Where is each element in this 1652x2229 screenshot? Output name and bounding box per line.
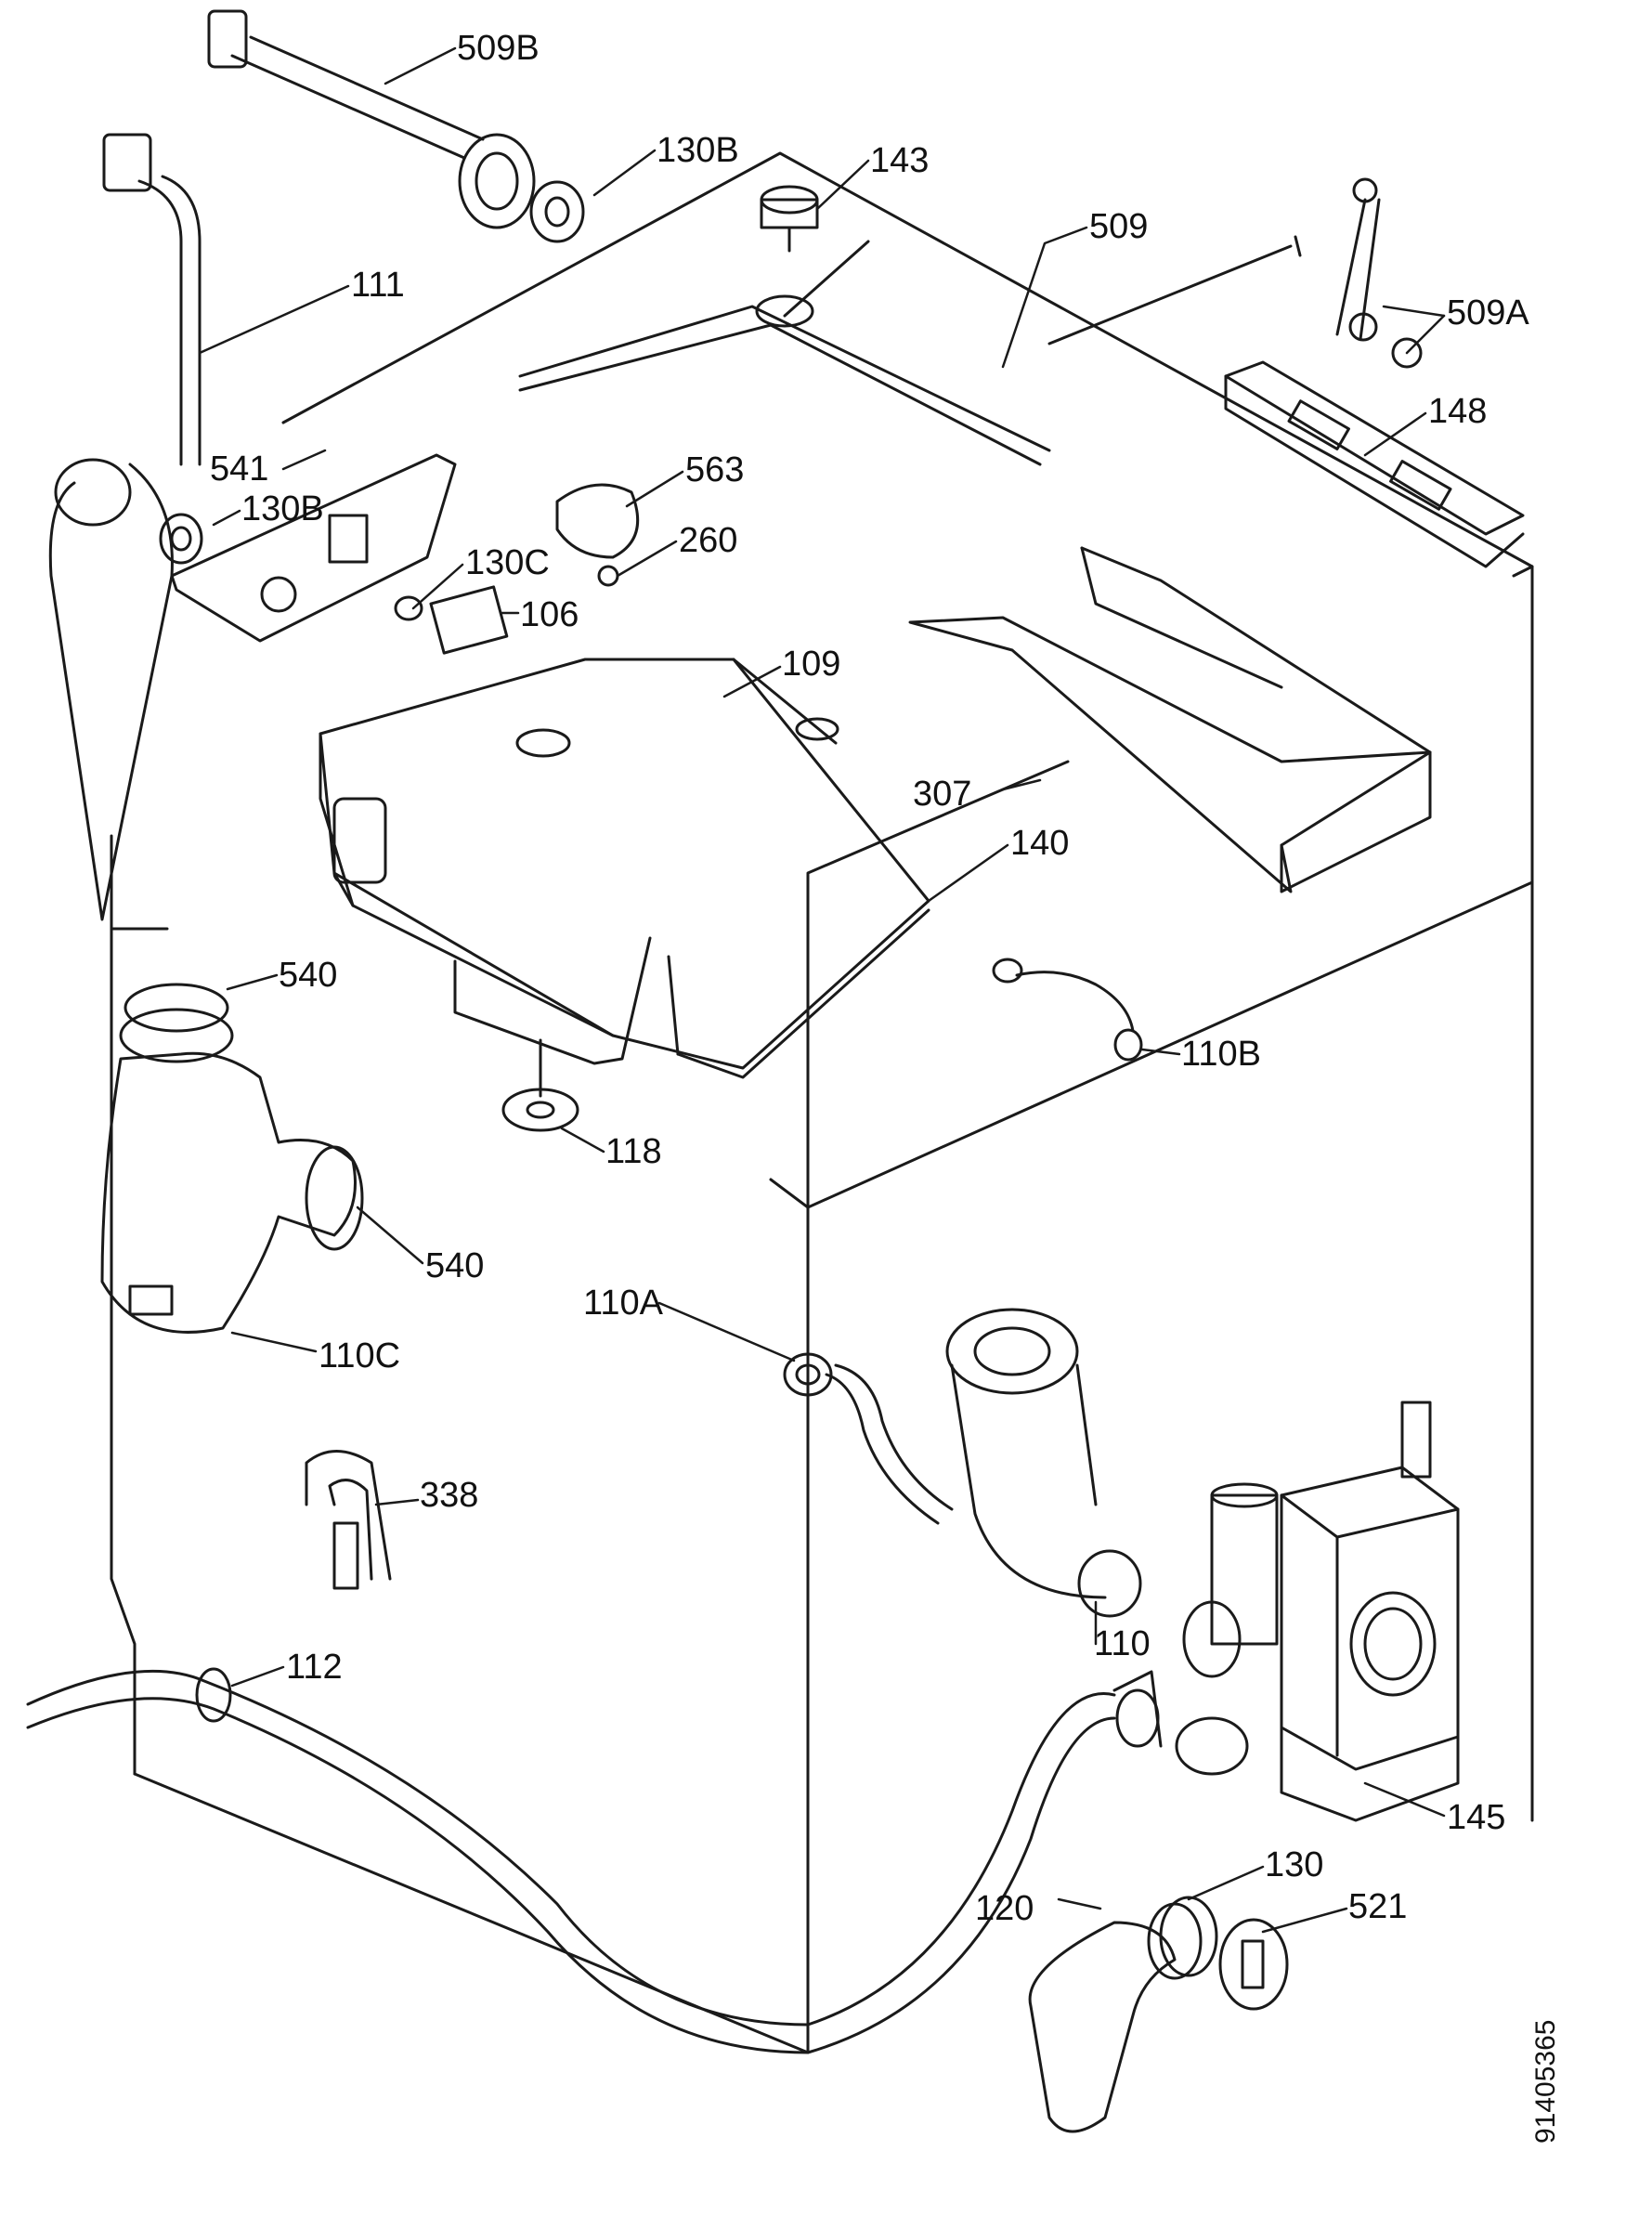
drawing-number: 91405365 xyxy=(1530,2019,1561,2144)
label-112: 112 xyxy=(286,1648,343,1687)
label-109: 109 xyxy=(782,645,841,684)
label-338: 338 xyxy=(420,1476,479,1515)
part-120-filter xyxy=(1028,1902,1203,2133)
part-130b-nut-top xyxy=(529,180,585,243)
part-112-drain-hose xyxy=(26,1667,1163,2054)
part-106-valve xyxy=(394,585,509,655)
part-145-drain-pump xyxy=(1175,1401,1460,1822)
part-110b-small-hose xyxy=(992,958,1143,1062)
part-260-spring xyxy=(597,565,619,587)
label-521: 521 xyxy=(1348,1887,1408,1926)
label-110c: 110C xyxy=(319,1336,401,1375)
label-143: 143 xyxy=(870,141,930,180)
part-110c-sump-hose xyxy=(100,983,364,1334)
part-521-cap xyxy=(1218,1918,1289,2011)
cabinet-outline xyxy=(110,151,1534,2054)
label-509a: 509A xyxy=(1447,293,1529,332)
part-143-knob xyxy=(760,185,819,253)
part-541-bracket xyxy=(170,453,457,643)
part-109-dispenser-housing xyxy=(319,658,930,1070)
label-130: 130 xyxy=(1265,1845,1324,1884)
label-130c: 130C xyxy=(465,543,550,582)
label-540-low: 540 xyxy=(425,1246,485,1285)
label-148: 148 xyxy=(1428,392,1488,431)
label-563: 563 xyxy=(685,450,745,489)
label-540-top: 540 xyxy=(279,956,338,995)
part-111-inlet-hose xyxy=(48,133,202,921)
part-118-gear xyxy=(501,1038,579,1132)
part-509b-inlet-tube xyxy=(207,9,536,229)
leader-lines xyxy=(198,46,1446,1934)
part-140-drawer-base xyxy=(453,908,930,1079)
label-110a: 110A xyxy=(583,1284,663,1323)
part-338-clip xyxy=(305,1450,392,1590)
label-110: 110 xyxy=(1094,1624,1151,1663)
part-509a-lever xyxy=(1335,177,1423,369)
label-130b-top: 130B xyxy=(657,131,739,170)
label-111: 111 xyxy=(351,266,405,305)
label-145: 145 xyxy=(1447,1798,1506,1837)
part-110a-small-hose xyxy=(783,1352,954,1525)
part-110-bellows-hose xyxy=(945,1308,1142,1618)
part-130b-nut-mid xyxy=(159,513,203,565)
part-563-cam xyxy=(555,483,640,559)
part-148-flap xyxy=(1224,360,1525,568)
label-307: 307 xyxy=(913,775,972,814)
part-307-detergent-drawer xyxy=(908,546,1432,893)
label-140: 140 xyxy=(1010,824,1070,863)
label-541: 541 xyxy=(210,450,269,489)
label-118: 118 xyxy=(605,1132,662,1171)
label-509: 509 xyxy=(1089,207,1149,246)
part-130-nut xyxy=(1159,1896,1218,1977)
label-120: 120 xyxy=(975,1889,1034,1928)
label-106: 106 xyxy=(520,595,579,634)
label-260: 260 xyxy=(679,521,738,560)
label-509b: 509B xyxy=(457,29,540,68)
part-509-spray-arm xyxy=(518,235,1302,466)
label-110b: 110B xyxy=(1181,1035,1261,1074)
label-130b-mid: 130B xyxy=(241,489,324,528)
